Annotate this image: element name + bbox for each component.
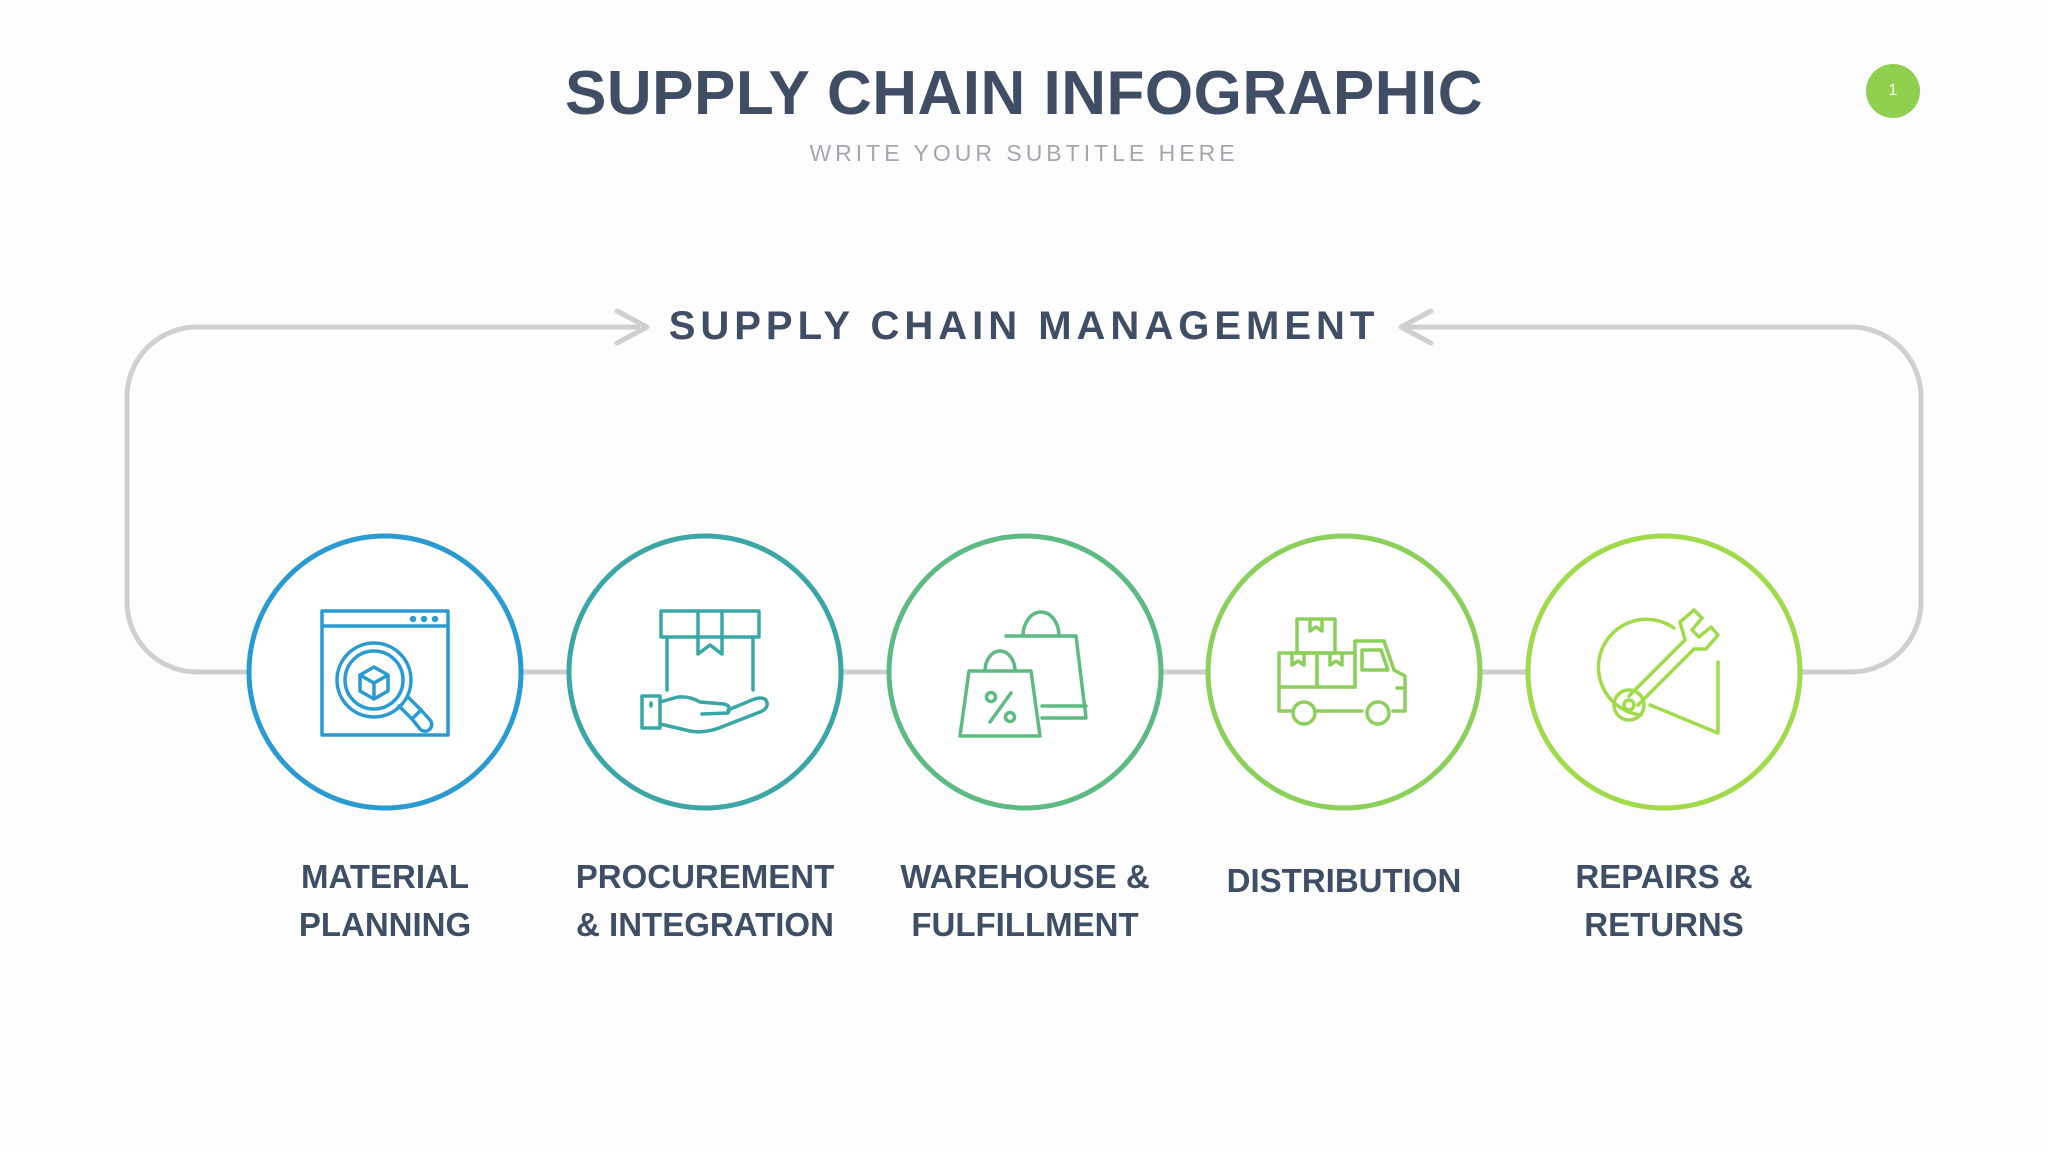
step-label-distribution: DISTRIBUTION	[1226, 862, 1462, 899]
delivery-truck-icon	[1277, 617, 1407, 726]
supply-chain-management-label: SUPPLY CHAIN MANAGEMENT	[668, 304, 1380, 348]
step-circle-repairs	[1525, 533, 1803, 811]
hand-holding-box-icon	[640, 609, 769, 734]
page-title: SUPPLY CHAIN INFOGRAPHIC	[564, 59, 1484, 128]
arrow-left-icon	[1398, 308, 1434, 346]
step-label-procurement: PROCUREMENT & INTEGRATION	[575, 858, 835, 943]
loop-connector-left	[124, 324, 640, 675]
step-label-repairs: REPAIRS & RETURNS	[1575, 858, 1753, 943]
loop-connector-right	[1405, 324, 1924, 675]
shopping-bags-icon	[958, 610, 1088, 738]
step-circle-procurement	[566, 533, 844, 811]
step-circle-distribution	[1205, 533, 1483, 811]
page-subtitle: WRITE YOUR SUBTITLE HERE	[809, 140, 1239, 166]
step-label-warehouse: WAREHOUSE & FULFILLMENT	[900, 858, 1150, 943]
arrow-right-icon	[614, 308, 650, 346]
wrench-icon	[1596, 608, 1720, 735]
browser-search-box-icon	[320, 609, 450, 737]
page-number-badge: 1	[1866, 64, 1920, 118]
step-label-material-planning: MATERIAL PLANNING	[298, 858, 472, 943]
